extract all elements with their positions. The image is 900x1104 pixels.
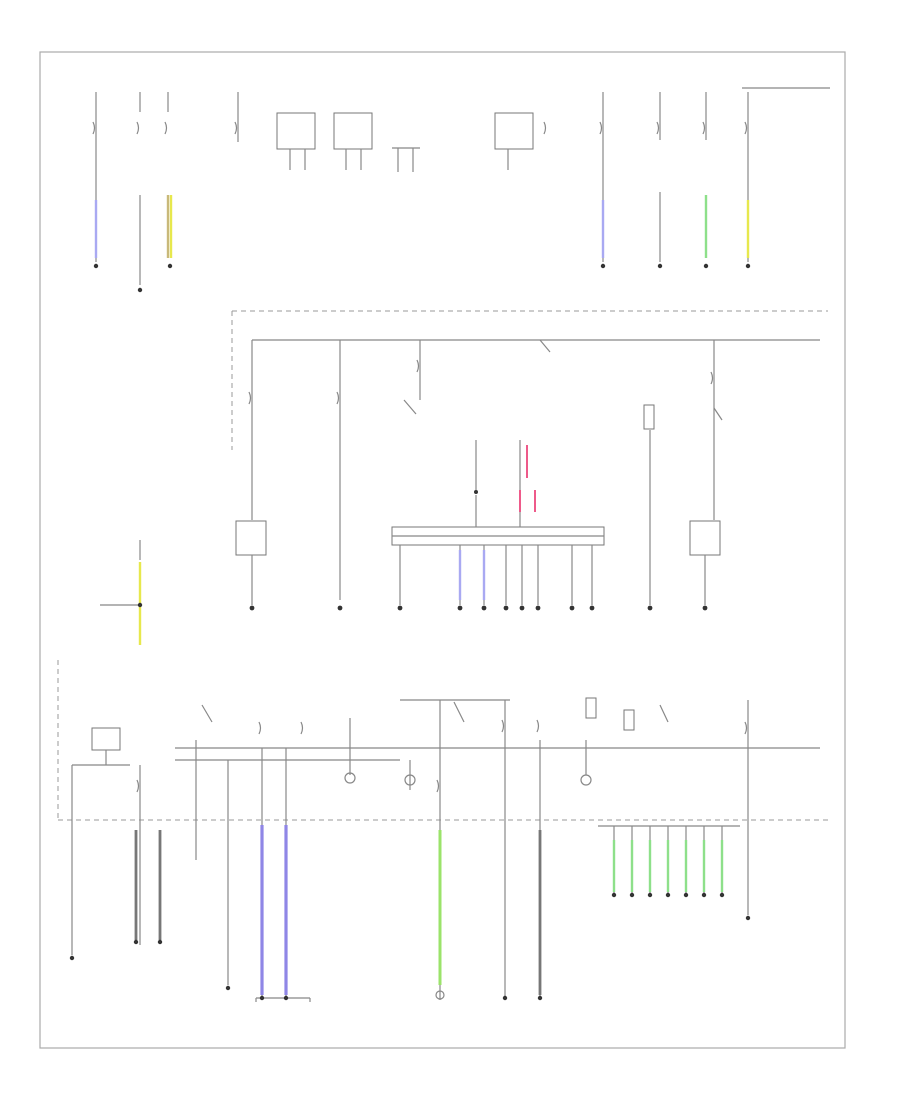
top-row-circuits — [92, 87, 830, 293]
bottom-section-circuits — [69, 697, 820, 1002]
relay-box-1 — [276, 112, 316, 150]
page-frame — [39, 51, 846, 1049]
left-sensor-circuit — [100, 540, 143, 645]
relay-box-right — [689, 520, 721, 556]
relay-box-3 — [494, 112, 534, 150]
middle-section-circuits — [231, 311, 820, 611]
relay-box-2 — [333, 112, 373, 150]
relay-box-left — [235, 520, 267, 556]
